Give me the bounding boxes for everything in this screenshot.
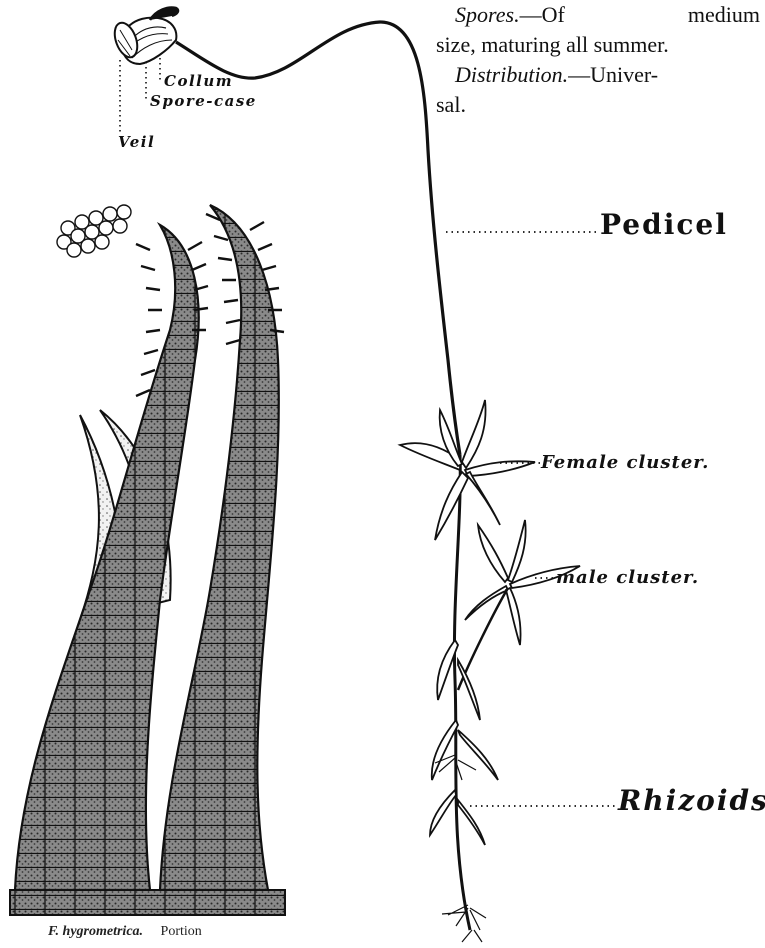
distribution-cont: sal.: [436, 92, 466, 117]
spores-text: —Of medium: [520, 2, 760, 27]
moss-plant: [400, 400, 580, 942]
caption-species: F. hygrometrica.: [48, 924, 143, 939]
label-spore-case: Spore-case: [150, 92, 257, 110]
figure-caption: F. hygrometrica. Portion: [48, 924, 202, 940]
label-veil: Veil: [118, 133, 155, 151]
label-collum: Collum: [164, 72, 233, 90]
distribution-label: Distribution.: [455, 62, 568, 87]
label-pedicel: Pedicel: [600, 208, 728, 241]
capsule-sporecase: [110, 8, 178, 65]
label-leaders: [446, 232, 618, 806]
text-line-distribution: Distribution.—Univer-: [455, 60, 760, 90]
distribution-text: —Univer-: [568, 62, 658, 87]
text-line-distribution-cont: sal.: [436, 90, 466, 120]
label-male-cluster: male cluster.: [556, 567, 699, 588]
text-line-spores: Spores.—Of medium: [455, 0, 760, 30]
spores-cont: size, maturing all summer.: [436, 32, 669, 57]
peristome-drawing: [10, 205, 285, 915]
caption-text: Portion: [161, 924, 202, 939]
label-rhizoids: Rhizoids: [618, 784, 765, 817]
label-female-cluster: Female cluster.: [541, 452, 709, 473]
spores-label: Spores.: [455, 2, 520, 27]
text-line-spores-cont: size, maturing all summer.: [436, 30, 669, 60]
honeycomb-head: [57, 205, 131, 257]
